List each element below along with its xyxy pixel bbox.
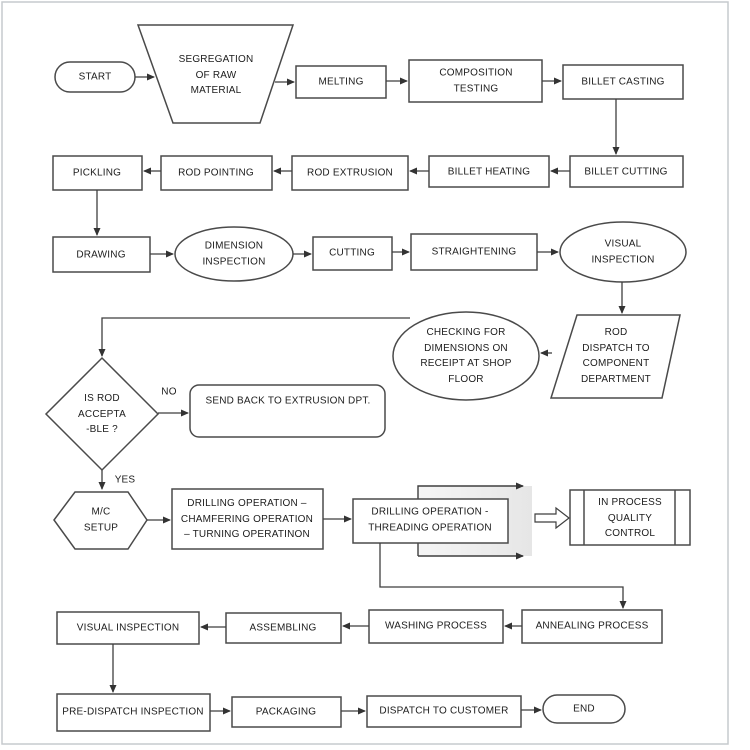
composition-testing-box bbox=[408, 59, 543, 103]
rod-dispatch-parallelogram bbox=[549, 314, 681, 399]
melting-box bbox=[295, 65, 387, 99]
send-back-box bbox=[189, 384, 386, 438]
billet-cutting-box bbox=[569, 155, 684, 188]
washing-box bbox=[368, 609, 504, 644]
billet-heating-box bbox=[428, 155, 550, 188]
checking-dimensions-ellipse bbox=[392, 311, 540, 401]
pre-dispatch-inspection-box bbox=[56, 693, 211, 732]
edge-drilling2-annealing bbox=[379, 543, 627, 609]
final-visual-inspection-box bbox=[56, 611, 200, 645]
segregation-trapezoid bbox=[136, 24, 295, 124]
end-terminator bbox=[542, 694, 626, 724]
cutting-box bbox=[312, 236, 393, 271]
drilling-threading-box bbox=[352, 498, 509, 544]
straightening-box bbox=[410, 233, 538, 271]
in-process-qc-box bbox=[569, 489, 691, 546]
dispatch-customer-box bbox=[366, 695, 522, 728]
rod-extrusion-box bbox=[291, 155, 409, 191]
rod-acceptable-diamond bbox=[44, 356, 160, 472]
visual-inspection-ellipse bbox=[559, 221, 687, 283]
block-arrow-to-qc bbox=[534, 506, 570, 530]
edge-checking-decision bbox=[98, 317, 410, 357]
annealing-box bbox=[521, 609, 663, 644]
page-frame-border bbox=[1, 1, 729, 745]
mc-setup-hexagon bbox=[53, 491, 148, 550]
start-terminator bbox=[54, 61, 136, 93]
pickling-box bbox=[52, 155, 143, 191]
dimension-inspection-ellipse bbox=[174, 226, 294, 282]
assembling-box bbox=[225, 612, 342, 644]
drawing-box bbox=[52, 236, 151, 273]
rod-pointing-box bbox=[160, 155, 273, 191]
packaging-box bbox=[231, 696, 342, 728]
billet-casting-box bbox=[562, 64, 684, 100]
drilling-chamfering-turning-box bbox=[171, 488, 324, 550]
